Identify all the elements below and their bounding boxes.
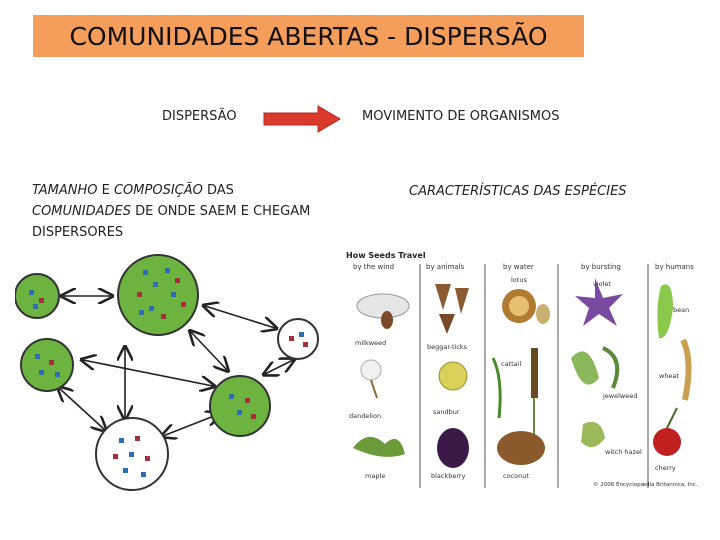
label-jewelweed: jewelweed [602,392,637,400]
caption-dispersers: DISPERSORES [32,225,124,240]
arrow-b-d [191,332,227,370]
caption-source: DE ONDE SAEM E CHEGAM [130,204,311,219]
label-bean: bean [673,306,689,314]
seed-figure-heading: How Seeds Travel [346,251,426,260]
col-water: by water [503,263,534,271]
patch-d [209,375,271,437]
col-humans: by humans [655,263,694,271]
label-maple: maple [365,472,385,480]
page-title: COMUNIDADES ABERTAS - DISPERSÃO [33,15,584,57]
label-lotus: lotus [511,276,527,284]
label-wheat: wheat [659,372,679,380]
community-caption: TAMANHO E COMPOSIÇÃO DAS COMUNIDADES DE … [32,180,362,243]
label-cattail: cattail [501,360,521,368]
patch-c [277,318,319,360]
col-animals: by animals [426,263,465,271]
dispersal-arrows [59,296,293,436]
label-coconut: coconut [503,472,529,480]
organism-movement-label: MOVIMENTO DE ORGANISMOS [362,109,560,124]
arrow-f-d [83,360,213,386]
col-bursting: by bursting [581,263,621,271]
patch-a [15,273,60,319]
caption-composition: COMPOSIÇÃO [113,183,203,198]
label-milkweed: milkweed [355,339,386,347]
dispersal-label: DISPERSÃO [162,109,237,124]
caption-size: TAMANHO [32,183,98,198]
seed-figure-credit: © 2006 Encyclopædia Britannica, Inc. [593,481,698,488]
caption-and: E [97,183,114,198]
right-arrow-icon [263,105,341,133]
seed-dispersal-figure: How Seeds Travel by the wind by animals … [343,248,703,493]
arrow-b-c [205,306,275,328]
label-dandelion: dandelion [349,412,381,420]
patch-dispersal-diagram [15,254,319,491]
label-blackberry: blackberry [431,472,466,480]
label-sandbur: sandbur [433,408,460,416]
seed-illustrations [353,278,692,468]
label-cherry: cherry [655,464,676,472]
patch-f [20,338,74,392]
individuals [29,268,308,477]
patch-b [117,254,199,336]
col-wind: by the wind [353,263,394,271]
caption-das: DAS [202,183,234,198]
arrow-e-d [163,414,219,436]
label-violet: violet [593,280,611,288]
species-caption: CARACTERÍSTICAS DAS ESPÉCIES [409,184,627,199]
label-beggar-ticks: beggar-ticks [427,343,468,351]
caption-communities: COMUNIDADES [32,204,131,219]
arrow-c-d [265,360,293,374]
label-witch-hazel: witch hazel [605,448,642,456]
arrow-f-e [59,388,105,430]
